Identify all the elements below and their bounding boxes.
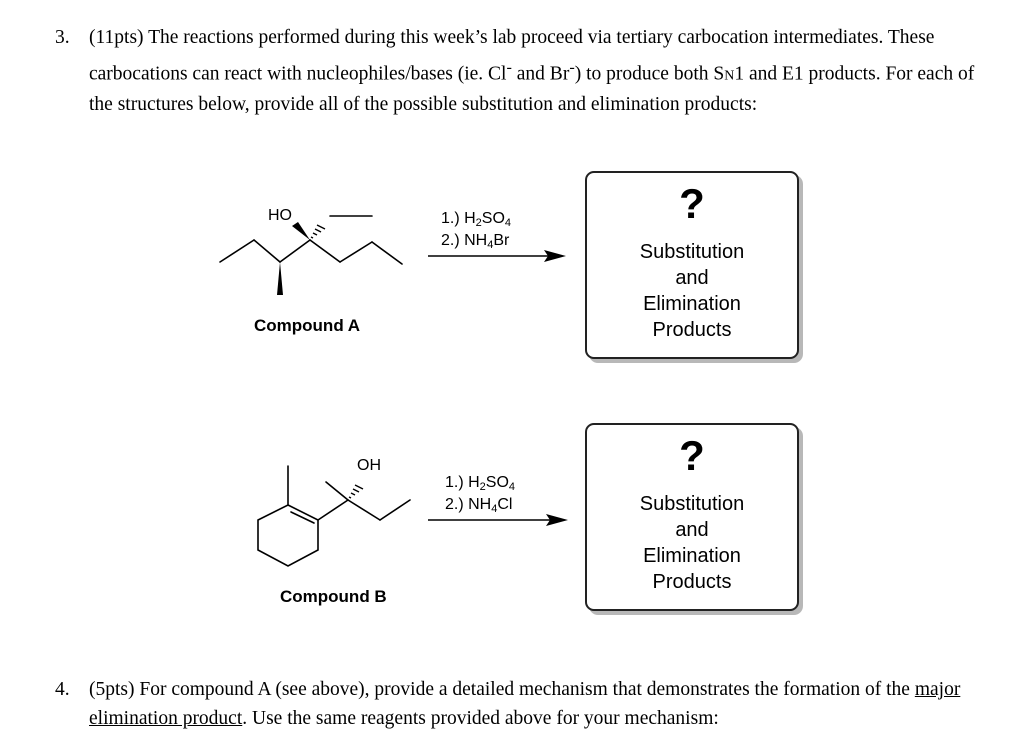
question-3-points: (11pts)	[89, 27, 144, 48]
compound-b-reagent-1: 1.) H2SO4	[445, 474, 516, 493]
compound-b-bond	[325, 481, 349, 501]
question-4-text: (5pts) For compound A (see above), provi…	[89, 679, 961, 729]
compound-b-bond	[317, 499, 349, 521]
compound-a-products-box: ? Substitution and Elimination Products	[585, 171, 799, 359]
compound-a-bond	[279, 239, 311, 263]
question-4-number: 4.	[55, 679, 70, 700]
question-mark: ?	[679, 180, 705, 227]
compound-b-oh-label: OH	[357, 457, 381, 474]
compound-a-bond	[339, 241, 373, 263]
compound-a-bond	[371, 241, 403, 265]
compound-a-reagent-2: 2.) NH4Br	[441, 232, 510, 251]
compound-a-oh-wedge	[292, 222, 310, 240]
compound-b-reagents: 1.) H2SO4 2.) NH4Cl	[445, 474, 515, 518]
compound-b-products-box: ? Substitution and Elimination Products	[585, 423, 799, 611]
compound-b-ring	[257, 504, 319, 567]
reaction-arrow-b	[428, 514, 568, 526]
underlined-phrase: major elimination product	[89, 679, 961, 729]
compound-b-bond	[347, 499, 381, 521]
compound-a-wedge	[277, 262, 283, 295]
compound-a-label: Compound A	[254, 316, 361, 335]
question-4-points: (5pts)	[89, 679, 135, 700]
question-3-number: 3.	[55, 27, 70, 48]
compound-a-hash	[310, 224, 326, 239]
compound-b-double-bond	[290, 511, 315, 524]
compound-b-bond	[379, 499, 411, 521]
compound-a-reagent-1: 1.) H2SO4	[441, 210, 512, 229]
compound-a-reagents: 1.) H2SO4 2.) NH4Br	[441, 210, 511, 254]
reaction-arrow-a	[428, 250, 566, 262]
compound-b-hash	[348, 484, 364, 499]
compound-a-ho-label: HO	[268, 207, 292, 224]
compound-a-bond	[309, 239, 341, 263]
products-box-label: Substitution and Elimination Products	[639, 241, 745, 341]
products-box-label: Substitution and Elimination Products	[639, 493, 745, 593]
question-4: 4. (5pts) For compound A (see above), pr…	[55, 676, 995, 733]
question-3-text: (11pts) The reactions performed during t…	[89, 27, 975, 115]
compound-b-reagent-2: 2.) NH4Cl	[445, 496, 513, 515]
question-mark: ?	[679, 432, 705, 479]
compound-a-bond	[253, 239, 281, 263]
compound-a-bond	[219, 239, 255, 263]
compound-b-label: Compound B	[280, 587, 387, 606]
question-3: 3. (11pts) The reactions performed durin…	[55, 24, 995, 119]
